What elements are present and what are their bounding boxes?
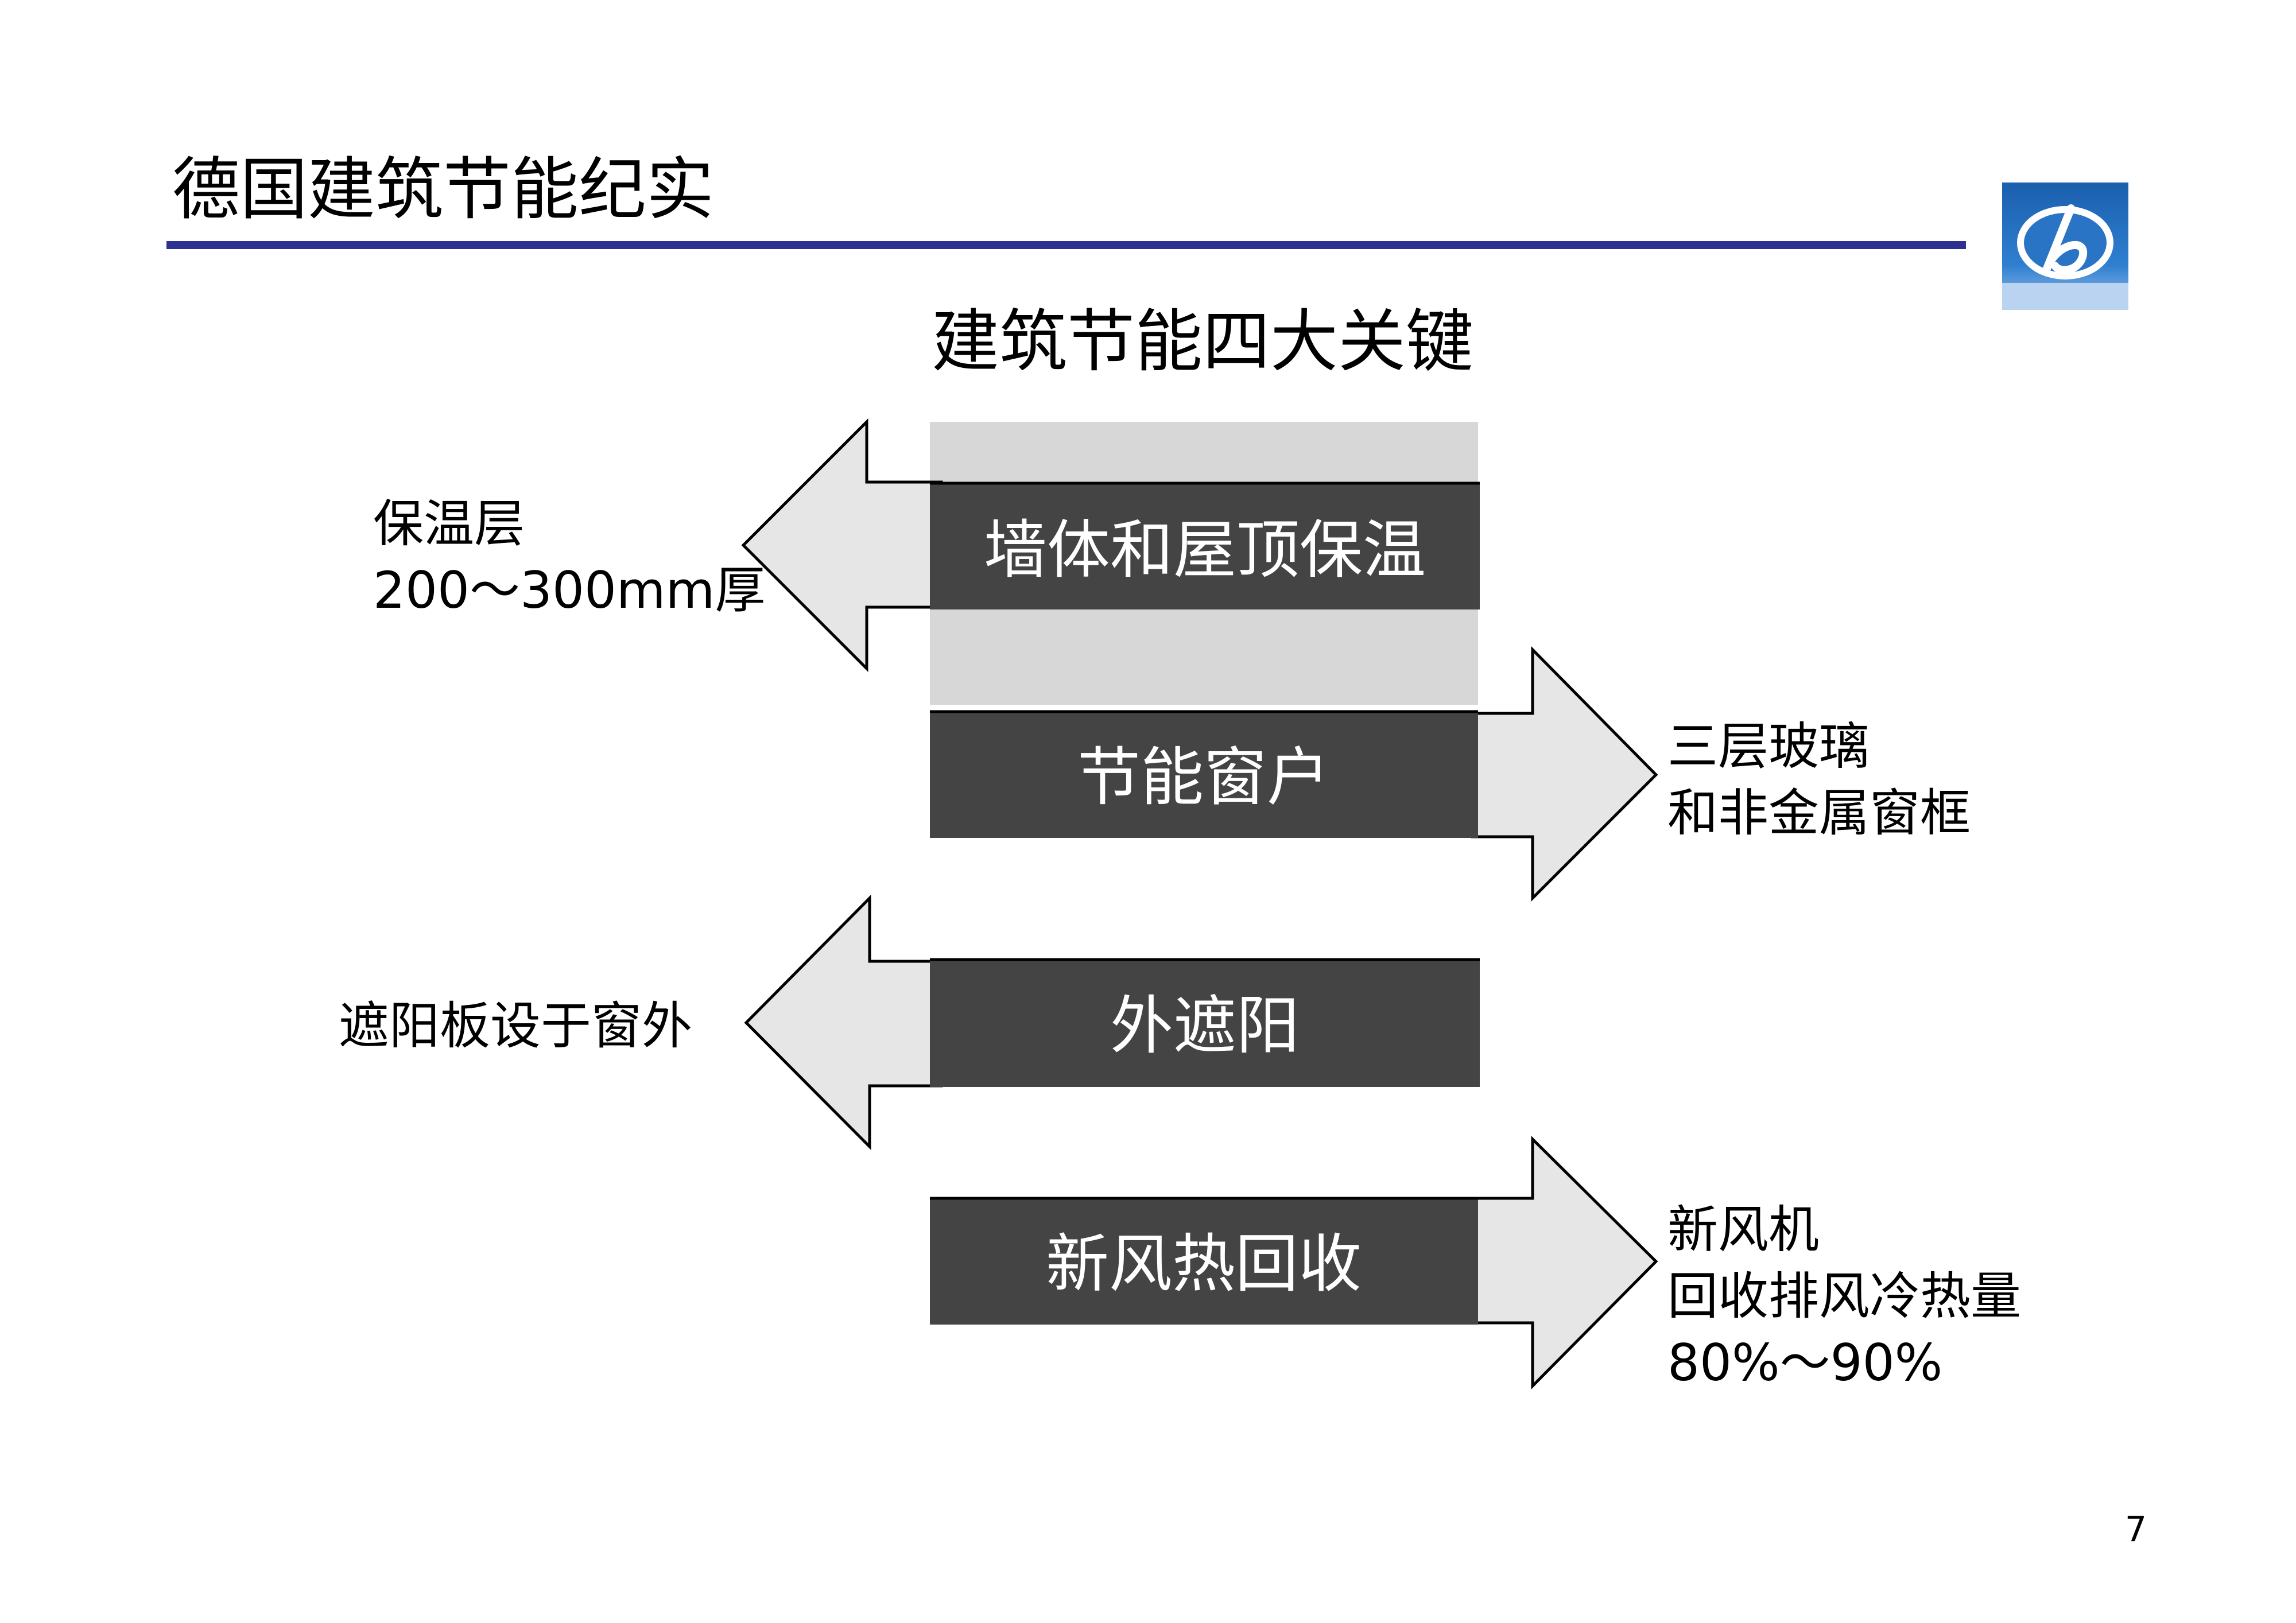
note-line: 和非金属窗框 [1667, 783, 1971, 842]
note-shading: 遮阳板设于窗外 [339, 993, 692, 1059]
note-line: 回收排风冷热量 [1667, 1267, 2022, 1326]
box-label-4: 新风热回收 [1046, 1227, 1362, 1300]
left-arrow-1 [741, 418, 943, 673]
note-line: 遮阳板设于窗外 [339, 996, 693, 1055]
note-insulation: 保温层 200～300mm厚 [373, 491, 765, 624]
box-label-1: 墙体和屋顶保温 [984, 513, 1426, 587]
box-label-3: 外遮阳 [1110, 989, 1300, 1062]
note-line: 80%～90% [1667, 1333, 1943, 1392]
note-heat-recovery: 新风机 回收排风冷热量 80%～90% [1667, 1197, 2021, 1396]
title-rule [166, 241, 1966, 249]
page-number: 7 [2124, 1509, 2147, 1550]
note-line: 新风机 [1667, 1200, 1820, 1259]
right-arrow-2 [1471, 646, 1658, 902]
box-wall-roof-insulation [930, 483, 1480, 609]
note-line: 200～300mm厚 [373, 561, 766, 620]
company-logo-icon [2002, 183, 2128, 310]
note-windows: 三层玻璃 和非金属窗框 [1667, 713, 1971, 847]
left-arrow-3 [744, 894, 943, 1151]
note-line: 保温层 [373, 494, 525, 553]
right-arrow-4 [1471, 1136, 1658, 1390]
box-external-shading [930, 960, 1480, 1087]
box-label-2: 节能窗户 [1077, 740, 1330, 814]
page-title: 德国建筑节能纪实 [172, 150, 715, 229]
note-line: 三层玻璃 [1667, 717, 1870, 776]
box-energy-saving-windows [930, 712, 1478, 838]
diagram-heading: 建筑节能四大关键 [931, 302, 1473, 381]
box-fresh-air-heat-recovery [930, 1198, 1478, 1325]
